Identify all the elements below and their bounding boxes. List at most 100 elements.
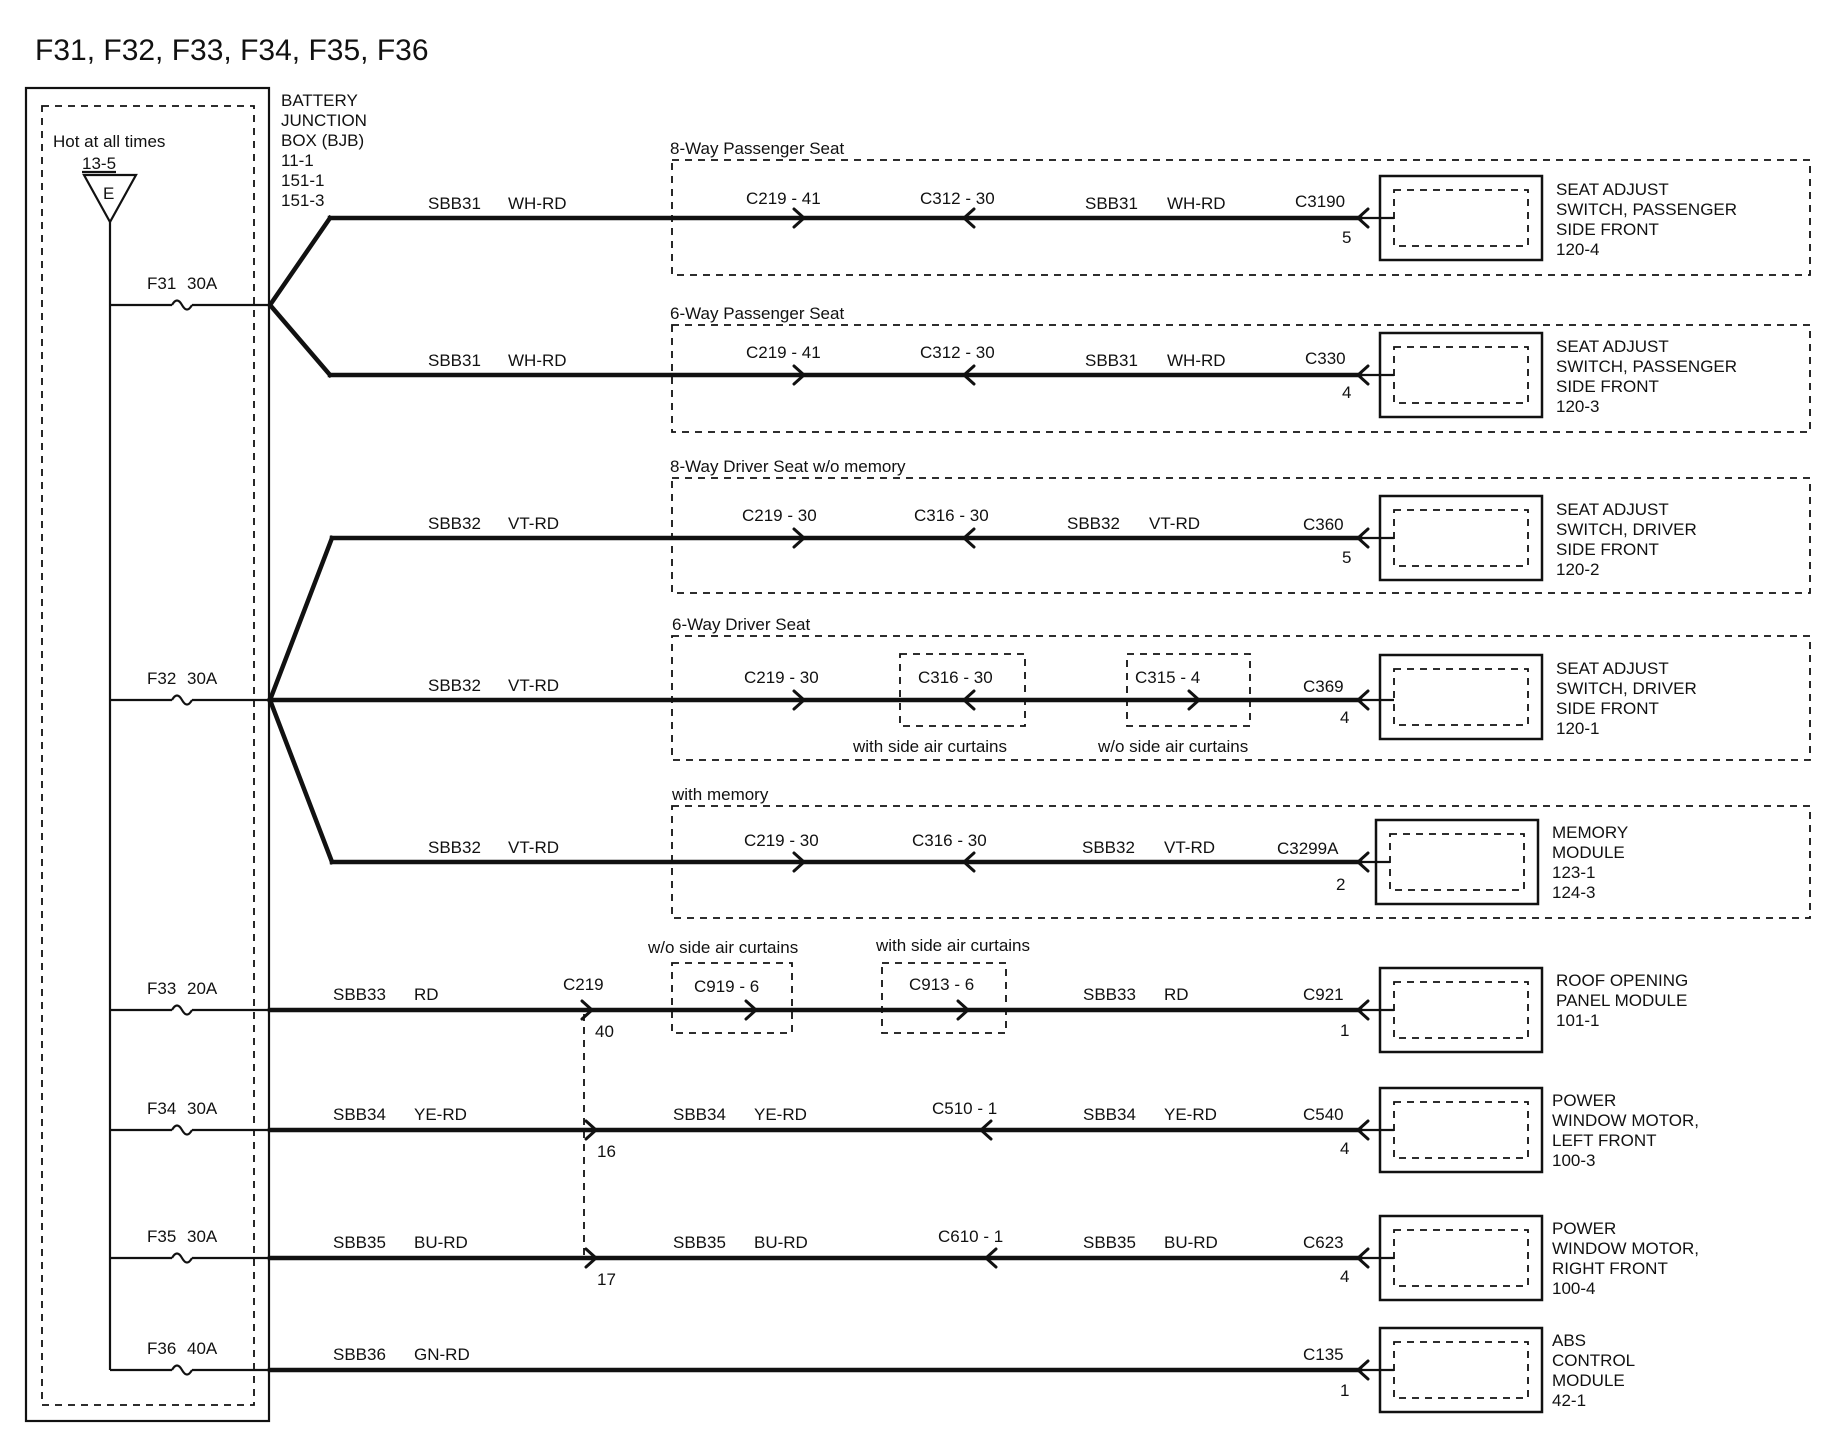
component-name: SIDE FRONT	[1556, 377, 1659, 396]
fuse-f36: F36 40A	[110, 1339, 270, 1376]
fuse-rating: 30A	[187, 274, 218, 293]
option-label: with memory	[671, 785, 769, 804]
wire-color: WH-RD	[1167, 351, 1226, 370]
connector-label: C219 - 30	[744, 668, 819, 687]
wire-color: BU-RD	[414, 1233, 468, 1252]
pin-number: 4	[1342, 383, 1351, 402]
component-ref: 100-4	[1552, 1279, 1595, 1298]
component-ref: 120-1	[1556, 719, 1599, 738]
pin-number: 4	[1340, 1139, 1349, 1158]
component-box	[1378, 966, 1544, 1054]
component-box	[1378, 653, 1544, 741]
wire-color: BU-RD	[1164, 1233, 1218, 1252]
option-note: with side air curtains	[875, 936, 1030, 955]
power-triangle-icon	[82, 173, 138, 225]
bjb-label-5: 151-1	[281, 171, 324, 190]
connector-label: C913 - 6	[909, 975, 974, 994]
pin-number: 2	[1336, 875, 1345, 894]
component-name: ABS	[1552, 1331, 1586, 1350]
component-name: CONTROL	[1552, 1351, 1635, 1370]
fuse-label: F36	[147, 1339, 176, 1358]
pin-number: 4	[1340, 708, 1349, 727]
wire-color: YE-RD	[414, 1105, 467, 1124]
optional-connector-box	[671, 962, 793, 1034]
bjb-outline	[24, 86, 271, 1423]
option-label: 6-Way Passenger Seat	[670, 304, 844, 323]
bjb-inner-dashed	[41, 105, 255, 1406]
bjb-label-6: 151-3	[281, 191, 324, 210]
component-name: MEMORY	[1552, 823, 1628, 842]
f32-branch	[267, 535, 335, 865]
wire-circuit: SBB35	[1083, 1233, 1136, 1252]
wire-color: WH-RD	[508, 351, 567, 370]
component-box	[1374, 818, 1540, 906]
component-name: SWITCH, PASSENGER	[1556, 200, 1737, 219]
pin-number: 4	[1340, 1267, 1349, 1286]
wire-color: RD	[414, 985, 439, 1004]
wire-circuit: SBB34	[1083, 1105, 1136, 1124]
component-name: SEAT ADJUST	[1556, 500, 1669, 519]
pin-number: 16	[597, 1142, 616, 1161]
fuse-f35: F35 30A	[110, 1227, 270, 1264]
triangle-letter: E	[103, 184, 114, 203]
connector-label: C219 - 41	[746, 343, 821, 362]
optional-connector-box	[881, 962, 1007, 1034]
component-name: SIDE FRONT	[1556, 540, 1659, 559]
component-name: SEAT ADJUST	[1556, 659, 1669, 678]
component-box	[1378, 1214, 1544, 1302]
connector-label: C312 - 30	[920, 343, 995, 362]
pin-number: 5	[1342, 228, 1351, 247]
component-ref: 101-1	[1556, 1011, 1599, 1030]
connector-label: C316 - 30	[912, 831, 987, 850]
wire-color: GN-RD	[414, 1345, 470, 1364]
hot-ref: 13-5	[82, 154, 116, 173]
component-name: ROOF OPENING	[1556, 971, 1688, 990]
component-name: MODULE	[1552, 1371, 1625, 1390]
circuit-6way-passenger: 6-Way Passenger Seat SBB31 WH-RD C219 - …	[327, 304, 1811, 433]
component-name: SWITCH, DRIVER	[1556, 520, 1697, 539]
option-note: w/o side air curtains	[647, 938, 798, 957]
wire-circuit: SBB35	[673, 1233, 726, 1252]
connector-label: C219	[563, 975, 604, 994]
end-connector: C540	[1303, 1105, 1344, 1124]
component-box	[1378, 1086, 1544, 1174]
pin-number: 1	[1340, 1021, 1349, 1040]
component-ref: 123-1	[1552, 863, 1595, 882]
wire-circuit: SBB32	[428, 514, 481, 533]
end-connector: C623	[1303, 1233, 1344, 1252]
circuit-6way-driver: 6-Way Driver Seat SBB32 VT-RD C219 - 30 …	[267, 615, 1811, 761]
fuse-label: F32	[147, 669, 176, 688]
wire-color: VT-RD	[508, 514, 559, 533]
wire-color: VT-RD	[508, 838, 559, 857]
wire-color: WH-RD	[1167, 194, 1226, 213]
wire-circuit: SBB34	[333, 1105, 386, 1124]
wire-color: BU-RD	[754, 1233, 808, 1252]
circuit-window-right: SBB35 BU-RD 17 SBB35 BU-RD C610 - 1 SBB3…	[267, 1214, 1699, 1302]
fuse-label: F31	[147, 274, 176, 293]
fuse-rating: 30A	[187, 1227, 218, 1246]
fuse-rating: 20A	[187, 979, 218, 998]
component-name: SIDE FRONT	[1556, 699, 1659, 718]
connector-label: C312 - 30	[920, 189, 995, 208]
fuse-f33: F33 20A	[110, 979, 270, 1016]
fuse-f31: F31 30A	[110, 274, 270, 311]
connector-label: C919 - 6	[694, 977, 759, 996]
option-label: 6-Way Driver Seat	[672, 615, 811, 634]
circuit-8way-driver: 8-Way Driver Seat w/o memory SBB32 VT-RD…	[329, 457, 1811, 594]
bjb-label-1: BATTERY	[281, 91, 358, 110]
wire-circuit: SBB31	[1085, 351, 1138, 370]
pin-number: 17	[597, 1270, 616, 1289]
optional-connector-box	[1126, 653, 1251, 727]
option-label: 8-Way Passenger Seat	[670, 139, 844, 158]
component-name: SIDE FRONT	[1556, 220, 1659, 239]
wire-color: VT-RD	[1164, 838, 1215, 857]
component-ref: 100-3	[1552, 1151, 1595, 1170]
component-ref: 42-1	[1552, 1391, 1586, 1410]
wire-circuit: SBB31	[428, 194, 481, 213]
component-ref: 124-3	[1552, 883, 1595, 902]
wire-color: VT-RD	[1149, 514, 1200, 533]
wire-circuit: SBB36	[333, 1345, 386, 1364]
connector-label: C315 - 4	[1135, 668, 1200, 687]
wire-circuit: SBB34	[673, 1105, 726, 1124]
